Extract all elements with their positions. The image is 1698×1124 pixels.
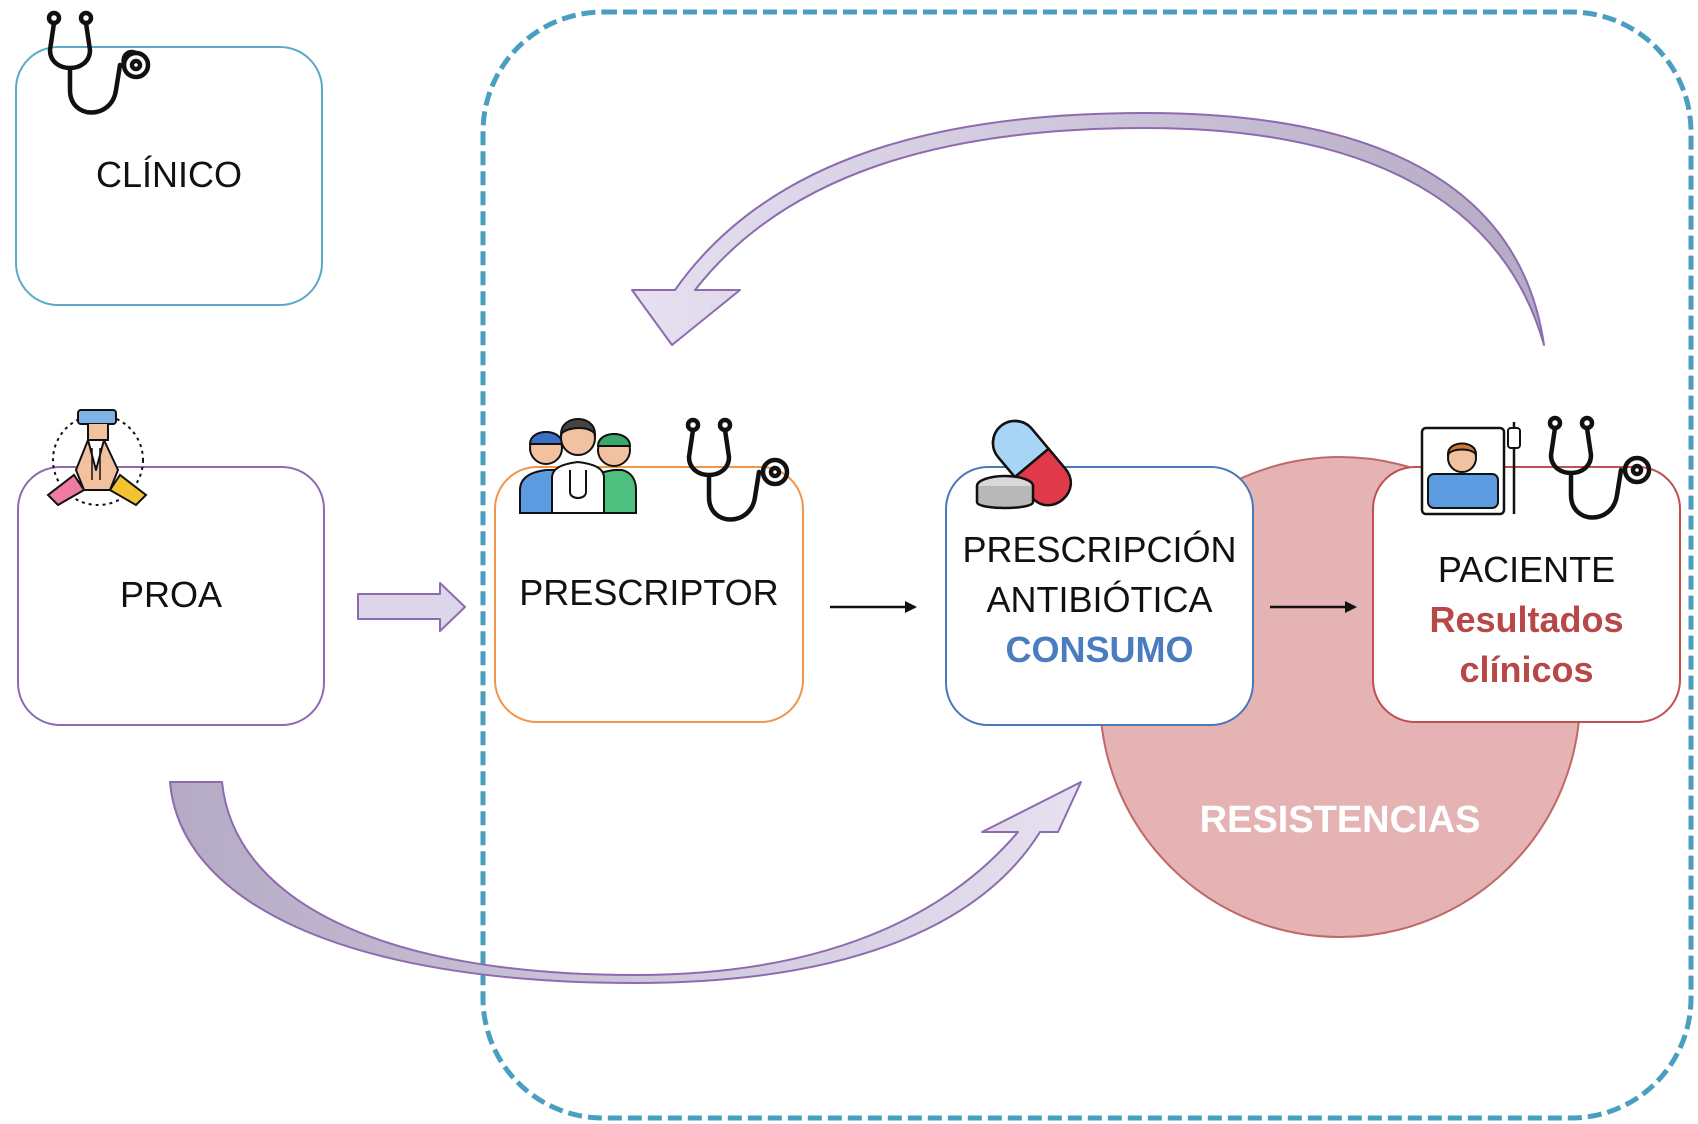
prescripcion-line2: ANTIBIÓTICA: [986, 579, 1213, 620]
hands-together-icon: [46, 409, 148, 507]
scope-dashed-frame: [480, 9, 1694, 1121]
medical-team-icon: [519, 418, 637, 514]
resistencias-label-text: RESISTENCIAS: [1199, 799, 1481, 841]
clinico-label-text: CLÍNICO: [95, 154, 243, 195]
prescriptor-label-text: PRESCRIPTOR: [519, 572, 779, 613]
clinicos-highlight: clínicos: [1459, 649, 1594, 690]
pills-capsule-icon: [975, 419, 1073, 510]
proa-box: [17, 466, 325, 726]
paciente-label: PACIENTE Resultados clínicos: [1373, 545, 1680, 695]
clinico-label: CLÍNICO: [16, 150, 322, 200]
prescripcion-box: [945, 466, 1254, 726]
prescriptor-label: PRESCRIPTOR: [495, 568, 803, 618]
prescripcion-label: PRESCRIPCIÓN ANTIBIÓTICA CONSUMO: [946, 525, 1253, 675]
paciente-box: [1372, 466, 1681, 723]
stethoscope-icon: [46, 10, 151, 115]
consumo-highlight: CONSUMO: [1005, 629, 1194, 670]
patient-bed-icon: [1420, 422, 1521, 516]
resultados-highlight: Resultados: [1429, 599, 1624, 640]
paciente-label-text: PACIENTE: [1437, 549, 1616, 590]
proa-to-prescriptor-arrow: [357, 582, 466, 632]
proa-curved-arrow: [169, 781, 1082, 984]
prescriptor-box: [494, 466, 804, 723]
proa-label-text: PROA: [119, 574, 223, 615]
stethoscope-icon: [1547, 415, 1652, 520]
stethoscope-icon: [685, 417, 790, 522]
resistencias-label: RESISTENCIAS: [1140, 795, 1540, 845]
proa-label: PROA: [18, 570, 324, 620]
feedback-curved-arrow: [631, 112, 1545, 346]
prescripcion-line1: PRESCRIPCIÓN: [962, 529, 1237, 570]
